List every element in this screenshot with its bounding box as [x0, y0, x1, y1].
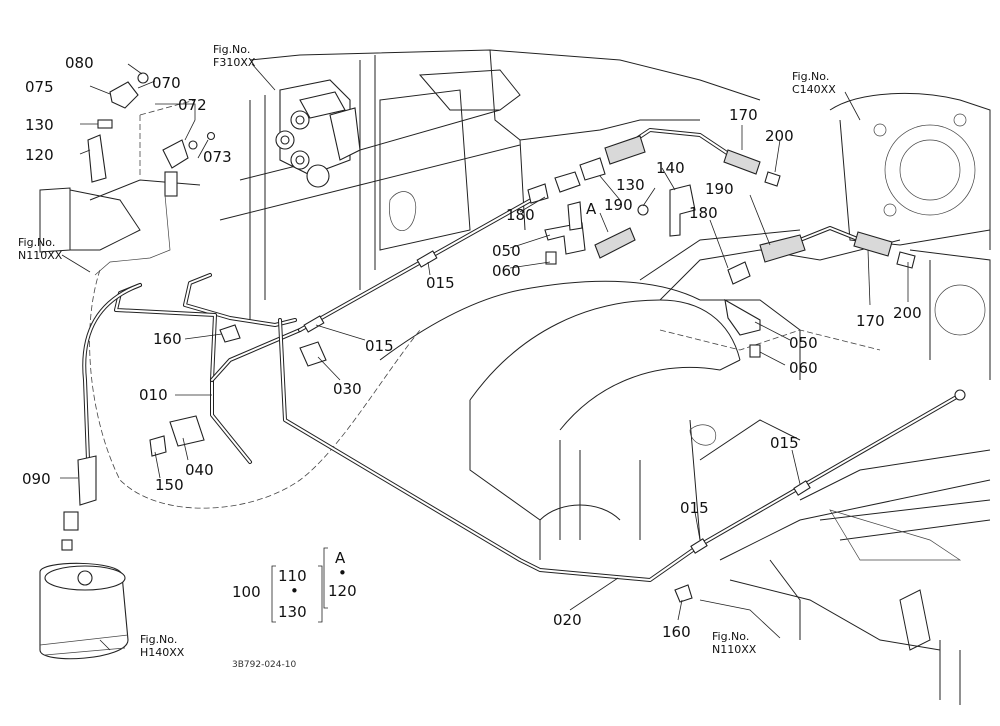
part-label: 030: [333, 380, 362, 398]
part-label: 130: [25, 116, 54, 134]
part-label: 015: [680, 499, 709, 517]
fig-ref-code: C140XX: [792, 83, 836, 96]
hydraulic-pump: [39, 455, 129, 660]
legend-label: 130: [278, 603, 307, 621]
part-label: 040: [185, 461, 214, 479]
valve-block: [275, 79, 361, 188]
legend-label: 120: [328, 582, 357, 600]
part-label: 180: [506, 206, 535, 224]
fig-ref-code: N110XX: [18, 249, 63, 262]
fig-ref-prefix: Fig.No.: [140, 633, 177, 646]
elbow-fittings: [87, 72, 216, 197]
part-label: 160: [662, 623, 691, 641]
hydraulic-pipes: [82, 128, 962, 582]
part-label: 200: [893, 304, 922, 322]
leader-lines: [60, 63, 909, 651]
part-label: 020: [553, 611, 582, 629]
fig-ref-code: F310XX: [213, 56, 256, 69]
part-label: 060: [789, 359, 818, 377]
part-label: 015: [426, 274, 455, 292]
part-label: 015: [365, 337, 394, 355]
part-label: 160: [153, 330, 182, 348]
legend-label: 100: [232, 583, 261, 601]
part-label: 060: [492, 262, 521, 280]
part-label: 070: [152, 74, 181, 92]
part-label: 120: [25, 146, 54, 164]
part-label: 190: [604, 196, 633, 214]
part-label: 015: [770, 434, 799, 452]
part-label: 010: [139, 386, 168, 404]
legend-label: 110: [278, 567, 307, 585]
part-label: 050: [492, 242, 521, 260]
legend-label: A: [335, 549, 346, 567]
fig-ref-code: N110XX: [712, 643, 757, 656]
part-label: 180: [689, 204, 718, 222]
fittings: [149, 135, 966, 603]
part-label: 130: [616, 176, 645, 194]
part-label: 072: [178, 96, 207, 114]
part-label: 190: [705, 180, 734, 198]
legend-brackets: [271, 547, 328, 623]
part-label: 170: [729, 106, 758, 124]
fig-ref-prefix: Fig.No.: [792, 70, 829, 83]
part-label: 080: [65, 54, 94, 72]
part-label: 170: [856, 312, 885, 330]
legend-dot: •: [290, 582, 299, 600]
part-label: 140: [656, 159, 685, 177]
part-label: 073: [203, 148, 232, 166]
legend-dot: •: [338, 564, 347, 582]
part-label: 050: [789, 334, 818, 352]
part-label: 075: [25, 78, 54, 96]
part-label: 200: [765, 127, 794, 145]
part-label: 150: [155, 476, 184, 494]
fig-ref-prefix: Fig.No.: [18, 236, 55, 249]
part-label: A: [586, 200, 597, 218]
fig-ref-prefix: Fig.No.: [712, 630, 749, 643]
fig-ref-prefix: Fig.No.: [213, 43, 250, 56]
doc-code: 3B792-024-10: [232, 660, 296, 670]
part-label: 090: [22, 470, 51, 488]
fig-ref-code: H140XX: [140, 646, 185, 659]
